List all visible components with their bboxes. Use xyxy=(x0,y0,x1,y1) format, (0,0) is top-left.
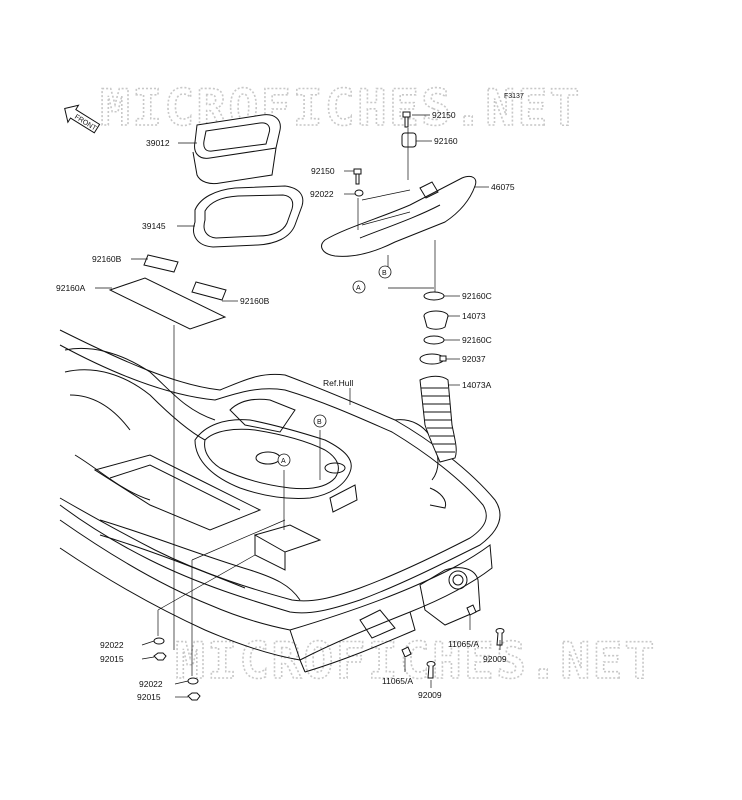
ref-hull-label: Ref.Hull xyxy=(323,378,353,388)
label-39145: 39145 xyxy=(142,221,166,231)
leader-lines xyxy=(95,114,501,698)
label-92160-top: 92160 xyxy=(434,136,458,146)
figure-code: F3137 xyxy=(504,93,524,100)
label-14073A: 14073A xyxy=(462,380,492,390)
part-92160A-strip xyxy=(108,277,227,330)
label-92015-low2: 92015 xyxy=(137,692,161,702)
label-92160C-2: 92160C xyxy=(462,335,492,345)
label-39012: 39012 xyxy=(146,138,170,148)
part-92022-washer-low1 xyxy=(153,637,165,645)
part-11065A-plug-bottom xyxy=(401,646,412,658)
part-92160-collar xyxy=(401,132,417,148)
part-labels: 92150 92160 39012 92150 92022 46075 3914… xyxy=(56,110,515,702)
part-92160C-ring-2 xyxy=(423,335,445,345)
part-14073-spout xyxy=(423,310,449,330)
svg-text:B: B xyxy=(382,270,387,277)
svg-text:A: A xyxy=(356,285,361,292)
part-39145-gasket xyxy=(193,185,304,248)
label-92015-low1: 92015 xyxy=(100,654,124,664)
svg-text:B: B xyxy=(317,419,322,426)
part-11065A-plug-right xyxy=(466,604,477,616)
callout-b-lower: B xyxy=(313,414,327,428)
part-46075-handle xyxy=(321,175,477,257)
part-92022-washer-low2 xyxy=(187,677,199,685)
label-11065A-bottom: 11065/A xyxy=(382,676,413,686)
part-92160B-pad-left xyxy=(143,254,179,273)
label-92150-mid: 92150 xyxy=(311,166,335,176)
part-39012-cover xyxy=(192,114,281,185)
label-92160A: 92160A xyxy=(56,283,86,293)
callout-a-lower: A xyxy=(277,453,291,467)
label-92037: 92037 xyxy=(462,354,486,364)
part-92009-screw-right xyxy=(495,628,505,646)
watermark-top: MICROFICHES.NET xyxy=(100,79,582,137)
label-92022-low1: 92022 xyxy=(100,640,124,650)
watermark-bottom: MICROFICHES.NET xyxy=(175,632,657,690)
part-92015-nut-low2 xyxy=(187,692,201,701)
label-92160C-1: 92160C xyxy=(462,291,492,301)
part-92037-clamp xyxy=(419,353,447,365)
hull xyxy=(59,329,501,673)
callout-a-upper: A xyxy=(352,280,366,294)
part-92022-washer-mid xyxy=(354,189,364,197)
label-92009-right: 92009 xyxy=(483,654,507,664)
part-92015-nut-low1 xyxy=(153,652,167,661)
part-92160C-ring-1 xyxy=(423,291,445,301)
label-11065A-right: 11065/A xyxy=(448,639,479,649)
label-92150-top: 92150 xyxy=(432,110,456,120)
svg-text:A: A xyxy=(281,458,286,465)
part-92009-screw-bottom xyxy=(426,661,436,679)
label-92009-bottom: 92009 xyxy=(418,690,442,700)
front-arrow-icon: FRONT xyxy=(64,104,101,134)
label-92160B-right: 92160B xyxy=(240,296,270,306)
part-92150-bolt-mid xyxy=(353,168,362,185)
label-14073: 14073 xyxy=(462,311,486,321)
part-92160B-pad-right xyxy=(191,281,227,301)
part-14073A-hose xyxy=(419,375,457,463)
label-92022-mid: 92022 xyxy=(310,189,334,199)
callout-b-upper: B xyxy=(378,265,392,279)
part-92150-bolt-top xyxy=(402,111,411,128)
label-92022-low2: 92022 xyxy=(139,679,163,689)
label-46075: 46075 xyxy=(491,182,515,192)
label-92160B-left: 92160B xyxy=(92,254,122,264)
